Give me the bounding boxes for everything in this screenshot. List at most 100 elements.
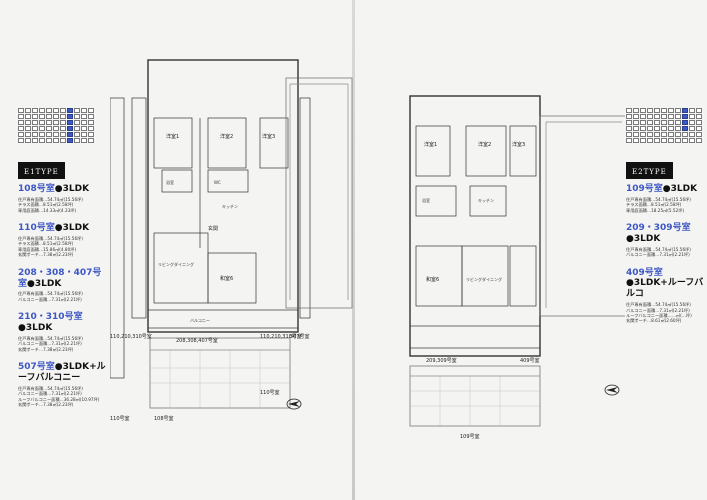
key-cell [32,120,38,125]
key-cell [647,132,653,137]
key-cell [654,120,660,125]
key-cell [647,126,653,131]
key-cell [654,114,660,119]
key-cell [53,108,59,113]
unit-number: 209・309号室 [626,223,691,234]
unit-number: 108号室 [18,184,55,194]
unit-heading: 108号室●3LDK [18,184,110,195]
key-cell [689,126,695,131]
key-cell [88,108,94,113]
key-cell [25,108,31,113]
unit-plan: ●3LDK+ルーフバルコニー [18,362,106,384]
key-cell [81,120,87,125]
key-cell [81,114,87,119]
key-cell [654,132,660,137]
key-cell [633,132,639,137]
key-cell [626,132,632,137]
key-cell [640,114,646,119]
plan-caption-f: 110号室 [110,415,130,422]
key-cell [46,132,52,137]
unit-heading: 109号室●3LDK [626,184,704,195]
key-cell [675,138,681,143]
key-cell [654,126,660,131]
key-cell [88,120,94,125]
key-cell [67,120,73,125]
key-cell [668,120,674,125]
key-cell [626,126,632,131]
plan-label-balcony: バルコニー [190,318,210,323]
right-type-title: E2TYPE [626,162,673,179]
key-cell [88,126,94,131]
key-cell [661,126,667,131]
key-cell [682,132,688,137]
key-cell [668,132,674,137]
key-cell [46,126,52,131]
key-cell [67,114,73,119]
key-cell [81,126,87,131]
unit-spec: 住戸専有面積…54.74㎡(15.56坪) バルコニー面積…7.31㎡(2.21… [18,291,83,302]
plan-caption-b: 110,210,310号室 [260,333,302,340]
key-cell [81,132,87,137]
key-cell [81,138,87,143]
compass-left-icon [286,398,302,410]
key-cell [81,108,87,113]
key-cell [626,114,632,119]
key-cell [46,114,52,119]
unit-spec: 住戸専有面積…54.74㎡(15.56坪) バルコニー面積…7.31㎡(2.21… [626,246,691,258]
plan-label-bed3: 洋室3 [262,133,275,140]
key-cell [675,132,681,137]
key-cell [633,126,639,131]
key-cell [682,138,688,143]
key-cell [626,138,632,143]
key-cell [18,108,24,113]
unit-number: 210・310号室 [18,312,83,323]
plan-caption-e: 110号室 [260,389,280,396]
key-cell [67,126,73,131]
key-cell [18,114,24,119]
unit-plan: ●3LDK [27,278,62,289]
key-cell [74,138,80,143]
plan-r-caption-main: 209,309号室 [426,357,457,364]
unit-spec: 住戸専有面積…54.74㎡(15.56坪) バルコニー面積…7.31㎡(2.21… [626,302,692,324]
key-cell [689,138,695,143]
key-cell [18,138,24,143]
key-cell [25,138,31,143]
key-cell [647,108,653,113]
key-cell [32,114,38,119]
key-cell [39,132,45,137]
key-cell [39,114,45,119]
key-cell [640,108,646,113]
key-cell [675,126,681,131]
key-cell [25,132,31,137]
key-cell [696,120,702,125]
unit-number: 507号室 [18,362,55,373]
key-cell [633,120,639,125]
key-cell [39,138,45,143]
plan-label-entry: 玄関 [208,225,218,232]
key-cell [682,126,688,131]
key-cell [689,114,695,119]
key-cell [654,138,660,143]
left-floor-plan: 洋室1 洋室2 洋室3 リビングダイニング 和室6 玄関 浴室 WC キッチン … [110,59,353,422]
key-cell [32,126,38,131]
key-cell [67,132,73,137]
key-cell [668,138,674,143]
unit-heading: 208・308・407号室●3LDK [18,268,110,290]
key-cell [626,120,632,125]
key-cell [88,132,94,137]
key-cell [39,108,45,113]
key-cell [640,132,646,137]
key-cell [18,120,24,125]
key-cell [682,108,688,113]
plan-label-bed1: 洋室1 [166,133,179,140]
key-cell [661,108,667,113]
key-cell [696,138,702,143]
key-cell [682,114,688,119]
plan-r-bed1: 洋室1 [424,141,437,148]
key-cell [647,120,653,125]
unit-number: 109号室 [626,184,663,194]
key-cell [53,132,59,137]
